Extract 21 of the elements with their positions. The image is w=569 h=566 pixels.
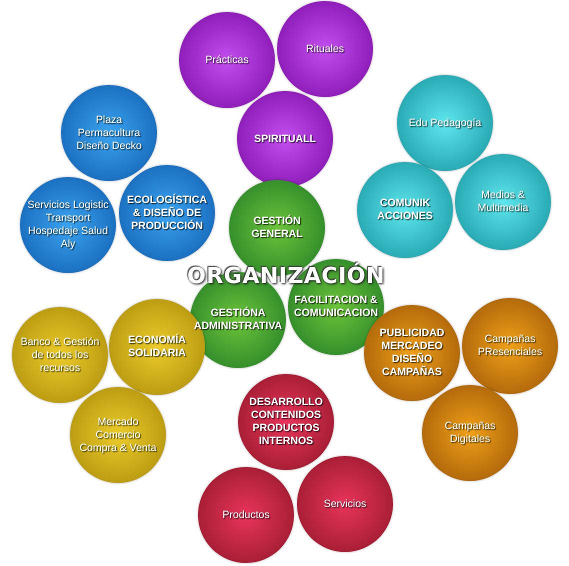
bubble-label: FACILITACION & COMUNICACION bbox=[293, 294, 379, 320]
bubble-label: GESTIÓN GENERAL bbox=[250, 215, 304, 241]
bubble-label: Banco & Gestión de todos los recursos bbox=[20, 336, 100, 374]
bubble-label: Productos bbox=[221, 508, 271, 522]
bubble-label: ECONOMÍA SOLIDARIA bbox=[127, 334, 187, 360]
bubble-label: GESTIÓNA ADMINISTRATIVA bbox=[192, 307, 284, 333]
bubble-label: SPIRITUALL bbox=[253, 132, 317, 146]
bubble-label: Mercado Comercio Compra & Venta bbox=[78, 416, 158, 454]
bubble-label: Edu Pedagogía bbox=[408, 116, 482, 130]
bubble-label: COMUNIK ACCIONES bbox=[376, 197, 434, 223]
bubble-label: Campañas PResenciales bbox=[476, 333, 544, 359]
bubble-label: ECOLOGÍSTICA & DISEÑO DE PRODUCCIÓN bbox=[126, 194, 208, 232]
bubble-label: Campañas Digitales bbox=[444, 420, 496, 446]
bubble-label: Rituales bbox=[305, 42, 345, 56]
bubble-label: Prácticas bbox=[204, 54, 250, 66]
bubble-label: Servicios bbox=[322, 498, 368, 510]
bubble-label: Servicios Logistic Transport Hospedaje Salud Aly bbox=[26, 199, 110, 251]
bubble-label: DESARROLLO CONTENIDOS PRODUCTOS INTERNOS bbox=[248, 396, 324, 448]
bubble-label: PUBLICIDAD MERCADEO DISEÑO CAMPAÑAS bbox=[378, 327, 446, 379]
bubble-label: Plaza Permacultura Diseño Decko bbox=[75, 114, 143, 152]
bubble-label: Medios & Multimedia bbox=[476, 189, 530, 215]
